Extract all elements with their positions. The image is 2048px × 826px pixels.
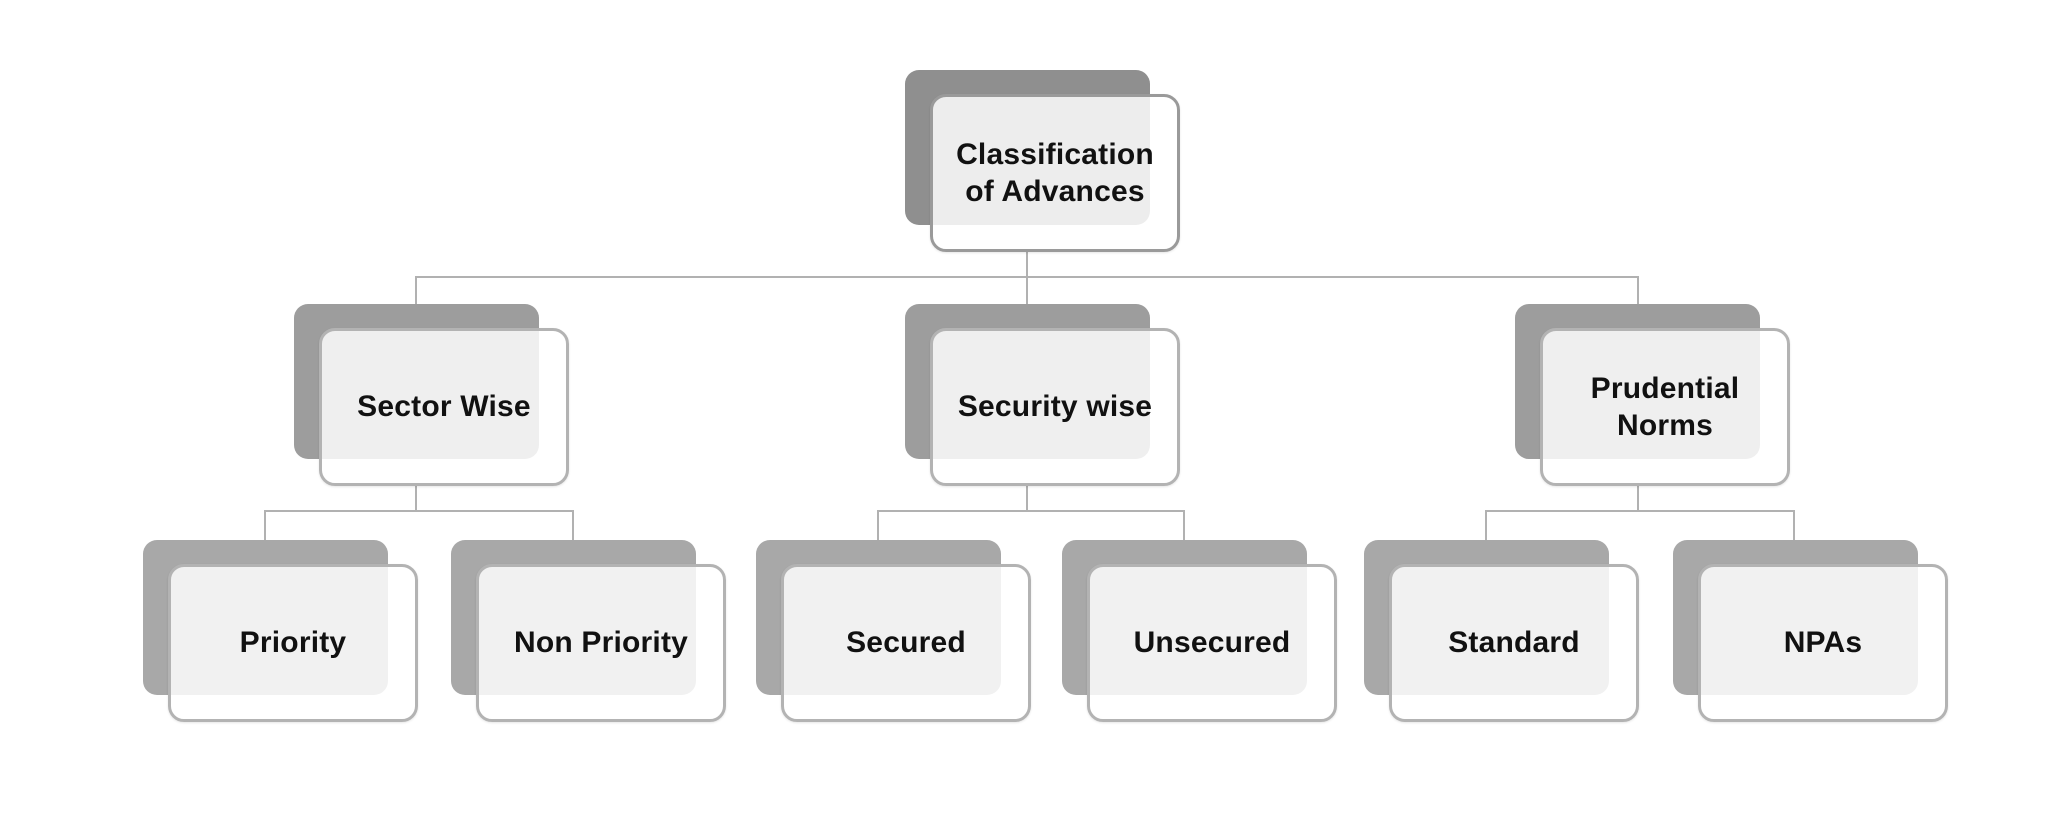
node-prudential-norms: Prudential Norms <box>1515 304 1790 486</box>
connector-rail-sector-group <box>264 510 574 512</box>
node-priority-label: Priority <box>239 626 347 660</box>
node-sector-wise-box: Sector Wise <box>319 328 569 486</box>
connector-stem-root <box>1026 252 1028 306</box>
connector-stub-prudential-norms <box>1637 276 1639 306</box>
connector-rail-security-group <box>877 510 1185 512</box>
connector-stem-prudential <box>1637 486 1639 512</box>
node-standard: Standard <box>1364 540 1639 722</box>
node-secured-label: Secured <box>846 626 966 660</box>
connector-stub-unsecured <box>1183 510 1185 542</box>
node-security-wise-box: Security wise <box>930 328 1180 486</box>
node-unsecured-box: Unsecured <box>1087 564 1337 722</box>
node-unsecured-label: Unsecured <box>1133 626 1291 660</box>
node-root-label: Classification of Advances <box>956 137 1154 209</box>
node-priority: Priority <box>143 540 418 722</box>
node-secured: Secured <box>756 540 1031 722</box>
connector-stub-sector-wise <box>415 276 417 306</box>
node-standard-label: Standard <box>1448 626 1580 660</box>
connector-stub-standard <box>1485 510 1487 542</box>
connector-stub-priority <box>264 510 266 542</box>
node-npas-label: NPAs <box>1783 626 1863 660</box>
connector-stem-sector-wise <box>415 486 417 512</box>
node-root: Classification of Advances <box>905 70 1180 252</box>
node-standard-box: Standard <box>1389 564 1639 722</box>
node-non-priority-box: Non Priority <box>476 564 726 722</box>
node-sector-wise-label: Sector Wise <box>357 390 531 424</box>
connector-stem-security-wise <box>1026 486 1028 512</box>
node-npas: NPAs <box>1673 540 1948 722</box>
node-unsecured: Unsecured <box>1062 540 1337 722</box>
node-security-wise-label: Security wise <box>957 390 1153 424</box>
connector-rail-prudential-group <box>1485 510 1795 512</box>
node-secured-box: Secured <box>781 564 1031 722</box>
node-root-box: Classification of Advances <box>930 94 1180 252</box>
node-security-wise: Security wise <box>905 304 1180 486</box>
node-prudential-norms-box: Prudential Norms <box>1540 328 1790 486</box>
node-priority-box: Priority <box>168 564 418 722</box>
connector-stub-npas <box>1793 510 1795 542</box>
node-non-priority: Non Priority <box>451 540 726 722</box>
connector-stub-non-priority <box>572 510 574 542</box>
node-sector-wise: Sector Wise <box>294 304 569 486</box>
node-prudential-norms-label: Prudential Norms <box>1590 371 1740 443</box>
node-non-priority-label: Non Priority <box>513 626 689 660</box>
node-npas-box: NPAs <box>1698 564 1948 722</box>
connector-stub-secured <box>877 510 879 542</box>
